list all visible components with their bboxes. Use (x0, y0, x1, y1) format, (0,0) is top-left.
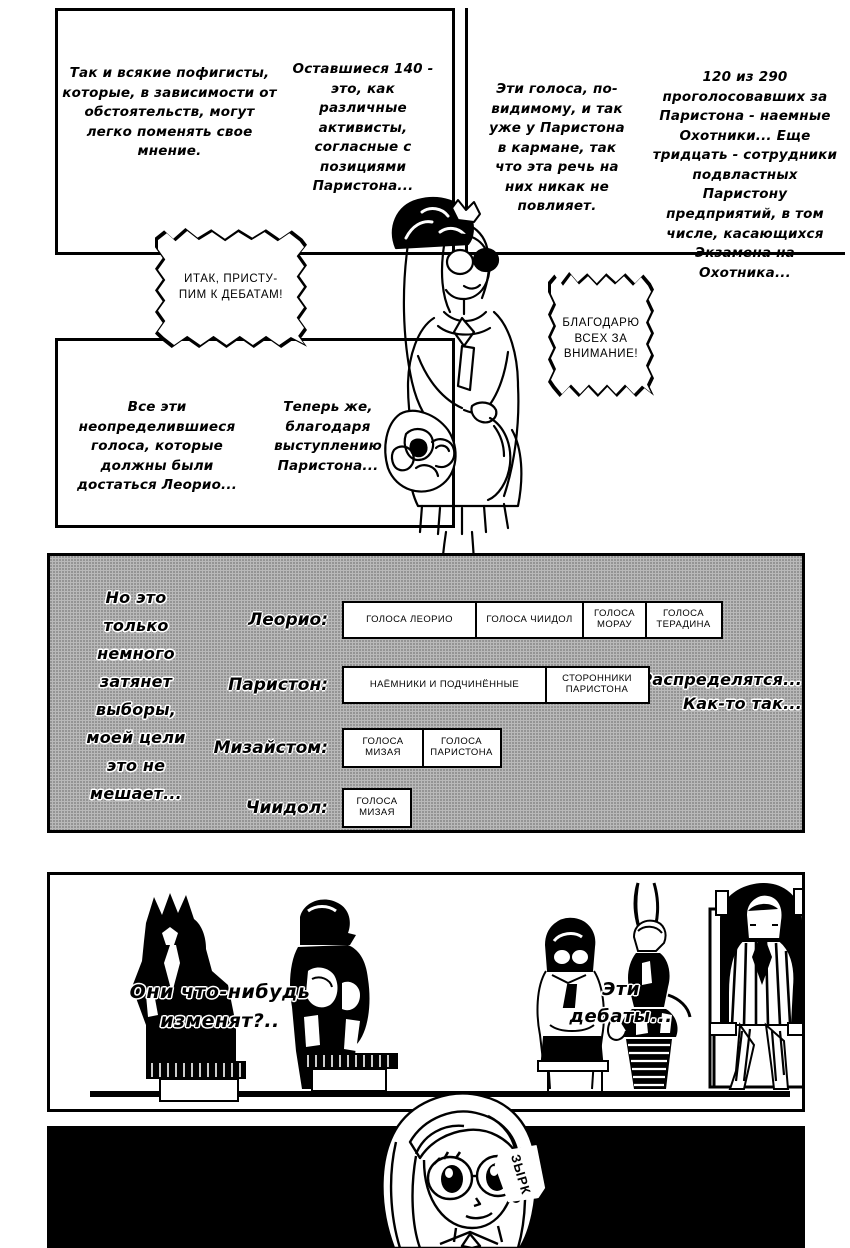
narration-distribution: Распределятся... Как-то так... (640, 670, 802, 713)
chart-segment: СТОРОННИКИ ПАРИСТОНА (544, 666, 650, 704)
chart-row-pariston: Паристон: НАЁМНИКИ И ПОДЧИНЁННЫЕ СТОРОНН… (180, 666, 650, 704)
thanks-balloon: БЛАГОДАРЮ ВСЕХ ЗА ВНИМАНИЕ! (548, 272, 654, 397)
chart-segment: ГОЛОСА МИЗАЯ (342, 788, 412, 828)
balloon-fill (158, 231, 304, 345)
narration-remaining-140: Оставшиеся 140 - это, как различные акти… (292, 61, 434, 195)
balloon-fill (551, 275, 651, 394)
chart-bar: ГОЛОСА МИЗАЯ ГОЛОСА ПАРИСТОНА (342, 728, 502, 768)
balloon-text: БЛАГОДАРЮ ВСЕХ ЗА ВНИМАНИЕ! (562, 317, 640, 361)
narration-indifferent-voters: Так и всякие пофигисты, которые, в завис… (62, 65, 277, 160)
chart-segment: ГОЛОСА МОРАУ (582, 601, 647, 639)
chart-segment: НАЁМНИКИ И ПОДЧИНЁННЫЕ (342, 666, 547, 704)
chart-row-mizaistom: Мизайстом: ГОЛОСА МИЗАЯ ГОЛОСА ПАРИСТОНА (180, 728, 502, 768)
panel-vote-chart: Но это только немного затянет выборы, мо… (47, 553, 805, 833)
chart-row-leorio: Леорио: ГОЛОСА ЛЕОРИО ГОЛОСА ЧИИДОЛ ГОЛО… (180, 601, 723, 639)
chart-row-label: Паристон: (228, 675, 328, 695)
chart-segment: ГОЛОСА ЛЕОРИО (342, 601, 477, 639)
narration-120-of-290: 120 из 290 проголосовавших за Паристона … (652, 69, 838, 281)
chart-bar: ГОЛОСА ЛЕОРИО ГОЛОСА ЧИИДОЛ ГОЛОСА МОРАУ… (342, 601, 723, 639)
chart-row-label: Мизайстом: (213, 738, 328, 758)
panel-top-right (465, 8, 845, 255)
narration-votes-in-pocket: Эти голоса, по-видимому, и так уже у Пар… (489, 81, 625, 215)
chart-row-cheadle: Чиидол: ГОЛОСА МИЗАЯ (180, 788, 412, 828)
chart-row-label: Чиидол: (245, 798, 328, 818)
narration-delay-election: Но это только немного затянет выборы, мо… (86, 588, 186, 803)
sfx-text: ЗЫРК (508, 1151, 534, 1197)
chart-segment: ГОЛОСА ПАРИСТОНА (421, 728, 502, 768)
chart-bar: ГОЛОСА МИЗАЯ (342, 788, 412, 828)
dialogue-these-debates: Эти дебаты... (569, 979, 673, 1027)
chart-segment: ГОЛОСА ТЕРАДИНА (644, 601, 723, 639)
chart-bar: НАЁМНИКИ И ПОДЧИНЁННЫЕ СТОРОННИКИ ПАРИСТ… (342, 666, 650, 704)
narration-thanks-to-speech: Теперь же, благодаря выступлению Паристо… (274, 399, 382, 474)
panel-top-left (55, 8, 455, 255)
chart-segment: ГОЛОСА МИЗАЯ (342, 728, 424, 768)
panel-black-closeup (47, 1126, 805, 1248)
chart-segment: ГОЛОСА ЧИИДОЛ (474, 601, 585, 639)
balloon-text: ИТАК, ПРИСТУ- ПИМ К ДЕБАТАМ! (178, 273, 284, 301)
dialogue-will-they-change: Они что-нибудь изменят?.. (129, 981, 311, 1032)
chart-row-label: Леорио: (248, 610, 328, 630)
narration-undecided-votes: Все эти неопределившиеся голоса, которые… (76, 399, 238, 494)
debate-start-balloon: ИТАК, ПРИСТУ- ПИМ К ДЕБАТАМ! (155, 228, 307, 348)
